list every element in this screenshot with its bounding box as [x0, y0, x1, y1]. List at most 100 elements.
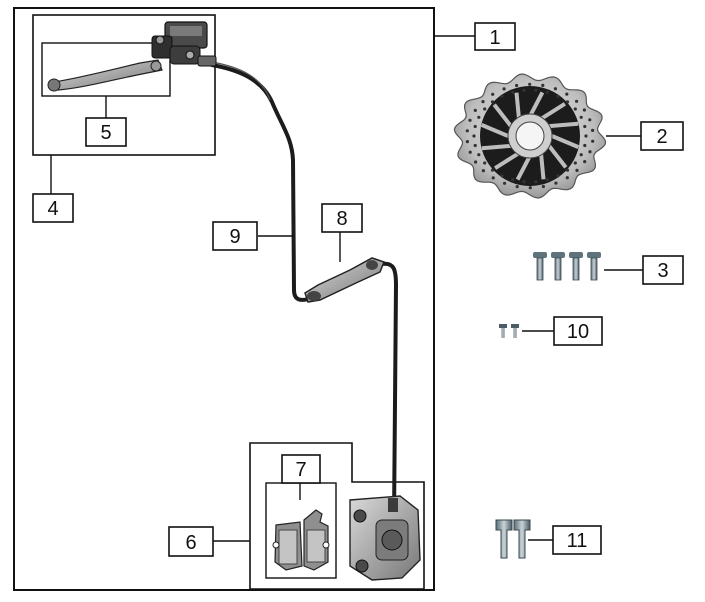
disc-hole — [573, 107, 577, 111]
disc-hole — [588, 150, 592, 154]
callout-3: 3 — [642, 255, 684, 285]
brake-pads-icon — [272, 509, 330, 571]
disc-hole — [473, 108, 477, 112]
disc-spoke — [551, 134, 580, 149]
callout-label-4: 4 — [47, 198, 58, 220]
disc-hole — [481, 100, 485, 104]
disc-hole — [500, 94, 504, 98]
brake-lever-icon — [47, 59, 163, 92]
bolt-icon — [569, 252, 583, 281]
disc-hole — [584, 134, 588, 138]
disc-spoke — [514, 92, 521, 120]
callout-label-1: 1 — [489, 27, 500, 49]
master-cylinder-frame — [32, 14, 216, 156]
disc-hole — [483, 161, 487, 165]
disc-hole — [472, 134, 476, 138]
brake-caliper-icon — [349, 495, 421, 581]
disc-hole — [591, 128, 595, 132]
disc-spoke — [547, 144, 568, 169]
callout-label-5: 5 — [100, 122, 111, 144]
disc-hole — [556, 94, 560, 98]
disc-hole — [579, 153, 583, 157]
caliper-bolts-icon — [495, 519, 531, 559]
disc-hole — [583, 124, 587, 129]
disc-hole — [565, 176, 569, 180]
disc-hole — [591, 139, 595, 143]
disc-bolts-icon — [533, 252, 601, 281]
disc-hole — [515, 185, 519, 189]
disc-hole — [474, 160, 478, 164]
disc-hole — [473, 124, 477, 129]
disc-hole — [573, 161, 577, 165]
disc-hole — [582, 108, 587, 112]
disc-spoke — [539, 152, 546, 180]
small-bolts-icon — [499, 324, 519, 338]
disc-spoke — [492, 103, 513, 128]
disc-hole — [541, 184, 546, 189]
disc-hole — [500, 174, 504, 178]
disc-hole — [477, 153, 481, 157]
callout-5: 5 — [85, 117, 127, 147]
callout-label-10: 10 — [567, 321, 589, 343]
disc-spoke — [539, 102, 566, 121]
brake-master-cylinder-icon — [151, 21, 217, 67]
disc-hole — [583, 143, 587, 148]
disc-hole — [491, 176, 495, 180]
disc-hole — [565, 92, 569, 96]
disc-hole — [465, 129, 469, 133]
disc-spoke — [528, 91, 545, 118]
disc-hole — [522, 88, 526, 92]
disc-hole — [534, 88, 538, 92]
callout-1: 1 — [474, 22, 516, 51]
disc-hole — [490, 100, 495, 104]
disc-hole — [565, 100, 570, 104]
disc-hole — [528, 186, 532, 190]
callout-label-6: 6 — [185, 532, 196, 554]
assembly-frame — [13, 7, 435, 591]
callout-4: 4 — [32, 193, 74, 223]
callout-7: 7 — [281, 454, 321, 484]
disc-hole — [491, 92, 495, 96]
callout-label-3: 3 — [657, 260, 668, 282]
hose-clip-icon — [304, 257, 385, 303]
disc-hole — [481, 169, 485, 173]
bolt-icon — [587, 252, 601, 281]
disc-hole — [575, 168, 579, 172]
disc-hole — [503, 181, 507, 185]
disc-hole — [565, 168, 570, 172]
caliper-frame — [249, 442, 425, 590]
disc-hole — [579, 115, 583, 119]
disc-hole — [468, 150, 472, 154]
disc-hole — [483, 107, 487, 111]
disc-hole — [545, 90, 549, 94]
disc-hole — [522, 180, 526, 184]
brake-hose — [210, 61, 398, 522]
disc-hole — [553, 87, 558, 91]
callout-label-2: 2 — [656, 126, 667, 148]
callout-11: 11 — [552, 525, 602, 555]
leader-lines — [50, 35, 643, 542]
disc-hole — [583, 160, 587, 164]
callout-9: 9 — [212, 221, 258, 251]
disc-hole — [545, 178, 549, 182]
disc-hole — [473, 143, 477, 148]
disc-hole — [534, 180, 538, 184]
callout-label-8: 8 — [336, 208, 347, 230]
disc-hole — [556, 174, 560, 178]
disc-hole — [502, 87, 506, 91]
bolt-icon — [533, 252, 547, 281]
callout-8: 8 — [321, 203, 363, 233]
disc-hole — [541, 83, 545, 87]
disc-hole — [588, 118, 592, 122]
bolt-icon — [551, 252, 565, 281]
disc-hole — [477, 115, 481, 119]
disc-hole — [511, 178, 515, 182]
disc-hole — [468, 118, 472, 122]
disc-hole — [511, 90, 515, 94]
callout-10: 10 — [553, 316, 603, 346]
callout-2: 2 — [640, 121, 684, 151]
disc-hole — [528, 82, 532, 86]
disc-spoke — [515, 154, 532, 181]
disc-hole — [515, 83, 519, 88]
